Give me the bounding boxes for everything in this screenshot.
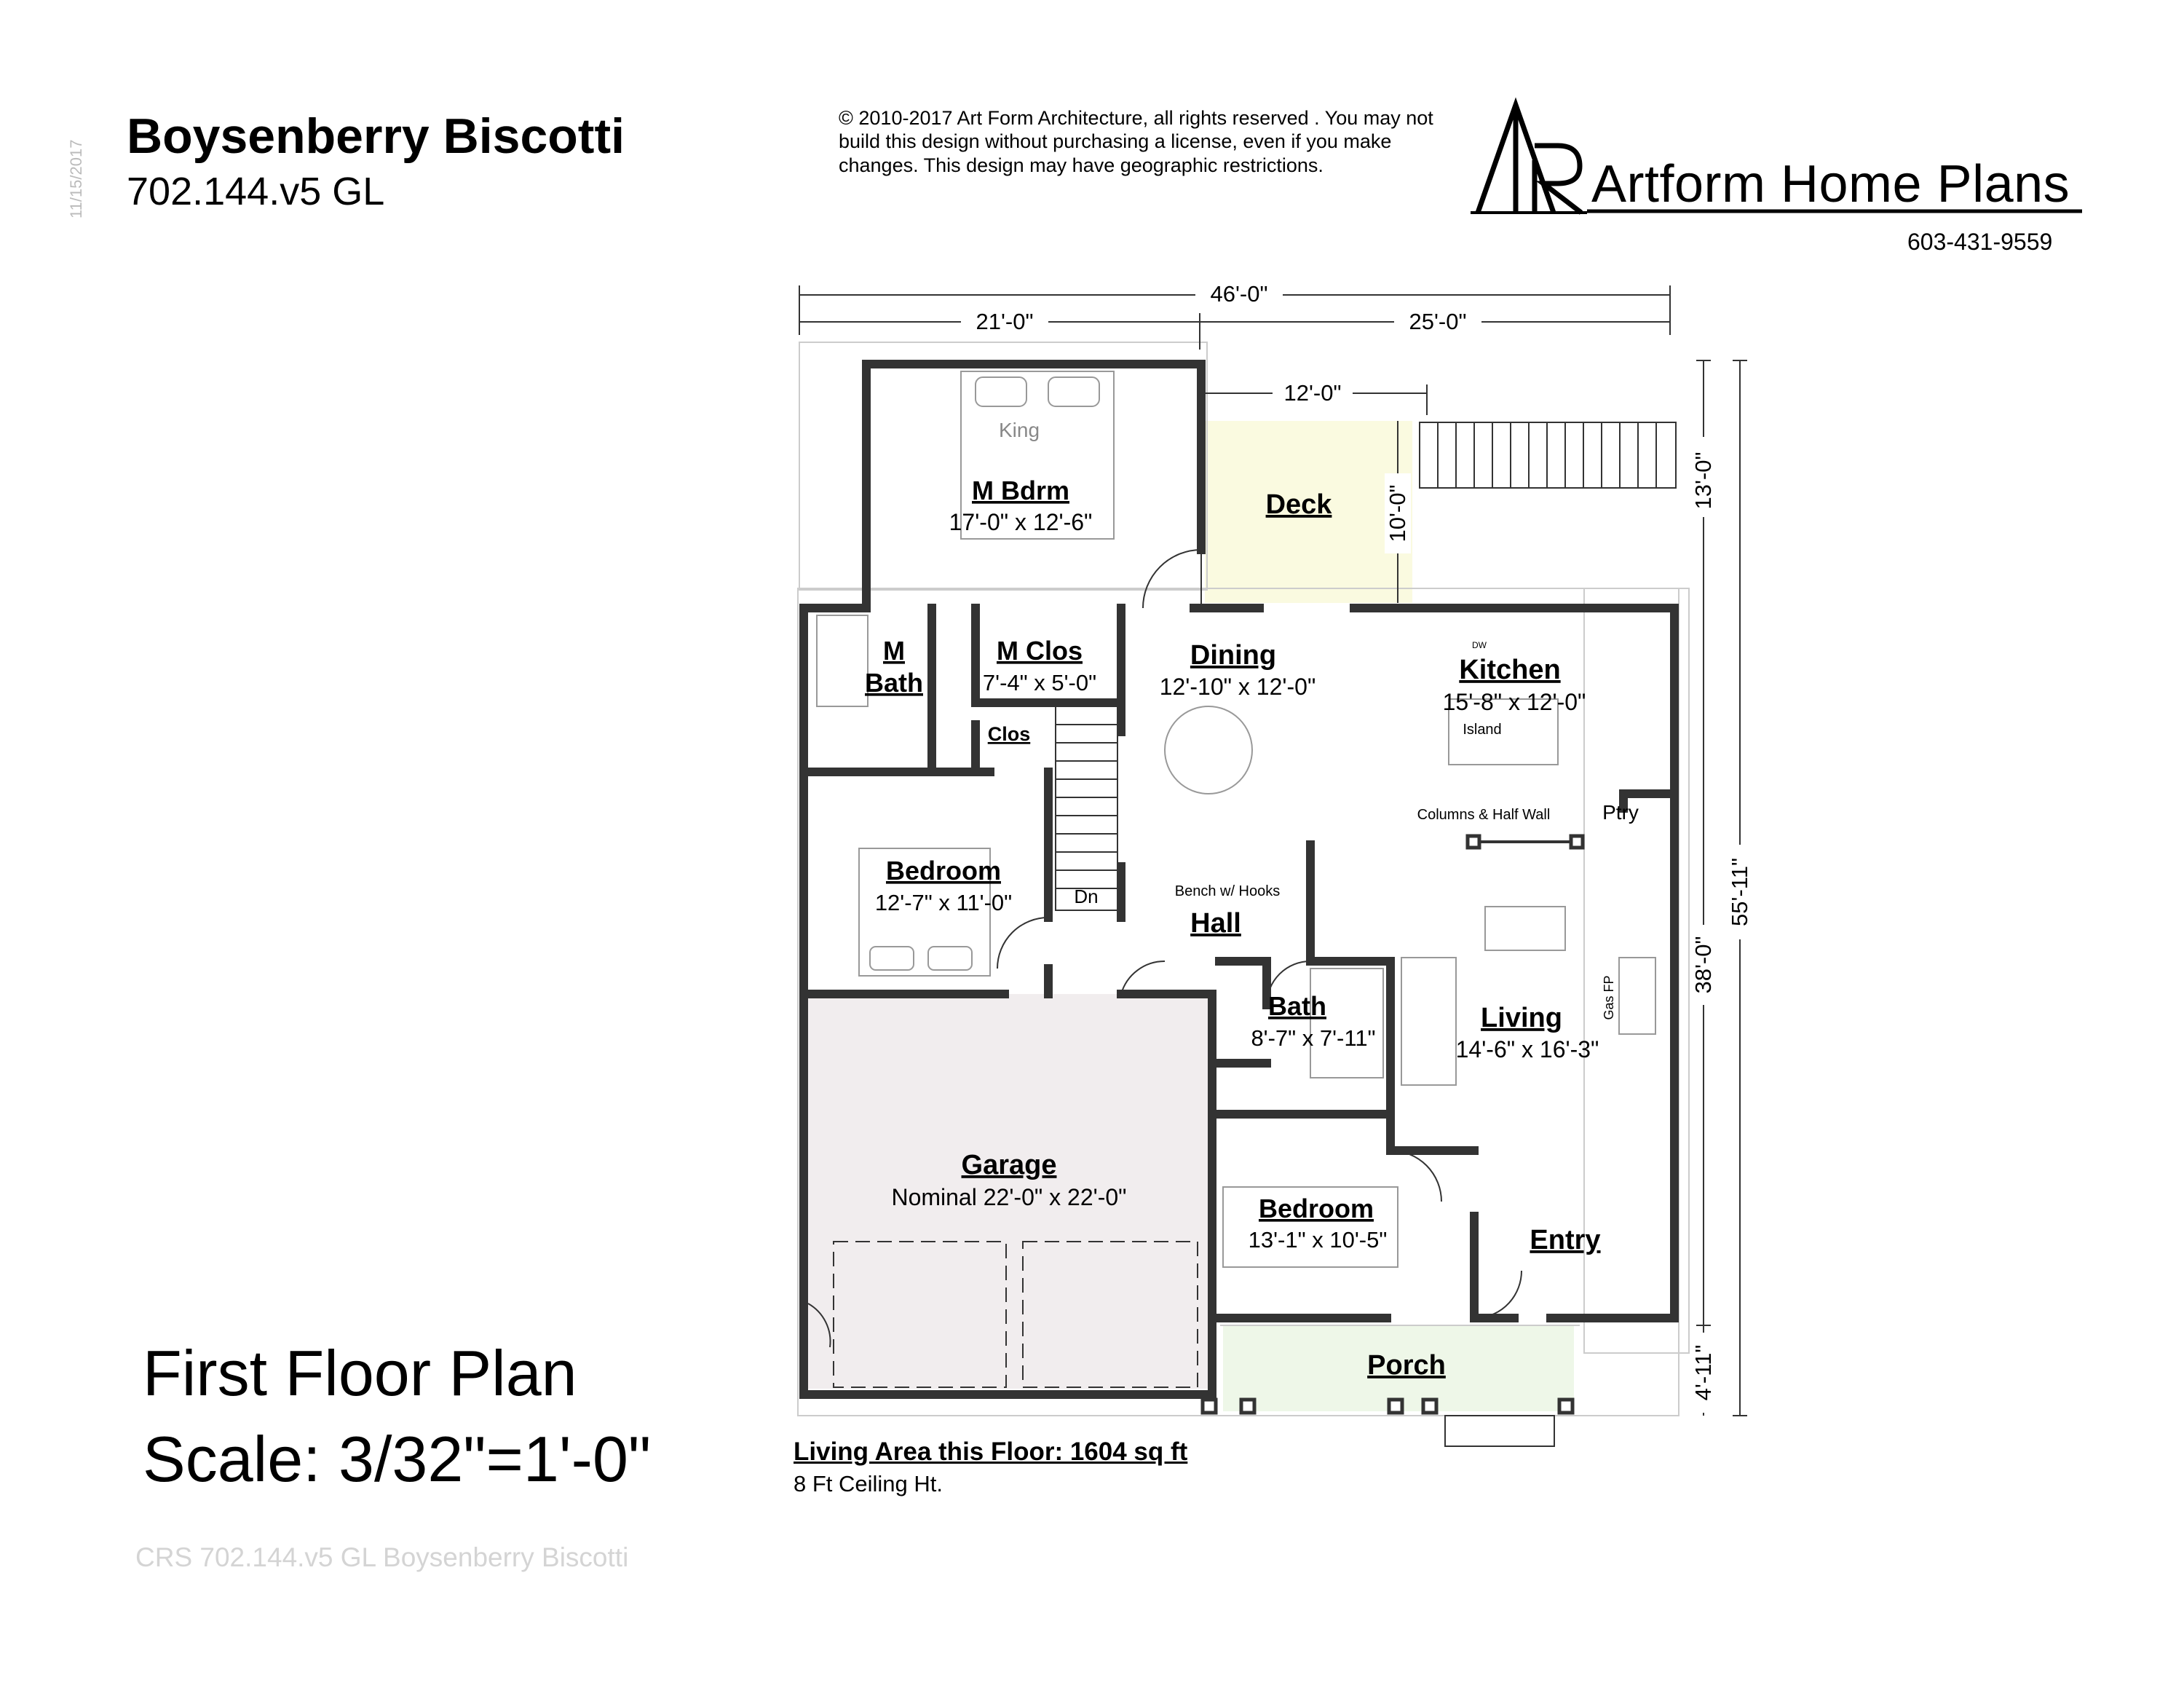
m-bdrm-size: 17'-0" x 12'-6" [949,509,1093,535]
ptry-name: Ptry [1602,801,1639,824]
dimension-label-backgrounds [961,283,1753,1413]
bedroom-bed [858,848,991,977]
dim-deck-depth: 10'-0" [1385,485,1410,543]
columns-label: Columns & Half Wall [1417,807,1551,823]
dining-size: 12'-10" x 12'-0" [1160,674,1316,700]
dim-deck-width: 12'-0" [1284,380,1342,406]
deck-stairs [1419,422,1677,489]
tub [1310,968,1384,1078]
front-bed [1222,1186,1398,1268]
copyright-notice: © 2010-2017 Art Form Architecture, all r… [839,107,1433,176]
island-label: Island [1463,722,1501,738]
brand-name: Artform Home Plans [1591,155,2070,213]
bedroom-front-size: 13'-1" x 10'-5" [1249,1227,1388,1253]
m-clos-name: M Clos [997,636,1083,666]
bath-size: 8'-7" x 7'-11" [1251,1025,1375,1051]
m-bath-name-line1: M [883,636,905,666]
plan-code: 702.144.v5 GL [127,170,385,213]
kitchen-name: Kitchen [1459,655,1560,685]
stairs-down-label: Dn [1074,886,1098,907]
bath-name: Bath [1268,991,1326,1021]
phone-number: 603-431-9559 [1907,229,2053,255]
dimension-labels: 46'-0" 21'-0" 25'-0" 12'-0" 10'-0" 13'-0… [976,281,1752,1400]
watermark-text: CRS 702.144.v5 GL Boysenberry Biscotti [135,1542,629,1572]
dw-label: DW [1472,640,1487,650]
scale-label: Scale: 3/32"=1'-0" [143,1423,652,1495]
artform-logo-icon [1471,97,1587,215]
fireplace [1618,957,1656,1035]
room-labels: King M Bdrm 17'-0" x 12'-6" Deck M Bath … [865,419,1639,1381]
bedroom-left-name: Bedroom [886,856,1001,886]
bedroom-left-size: 12'-7" x 11'-0" [875,890,1012,915]
garage-doors [833,1241,1198,1388]
m-bath-name-line2: Bath [865,668,923,698]
garage-name: Garage [962,1150,1057,1180]
dim-right-width: 25'-0" [1409,309,1467,334]
king-bed [960,371,1115,540]
dining-name: Dining [1190,640,1276,671]
gas-fp-label: Gas FP [1602,975,1616,1019]
shower [816,615,869,707]
living-size: 14'-6" x 16'-3" [1456,1036,1599,1062]
garage-size: Nominal 22'-0" x 22'-0" [891,1184,1126,1210]
dim-rear-depth: 13'-0" [1690,452,1716,510]
entry-name: Entry [1530,1225,1600,1255]
floor-plan-heading: First Floor Plan [143,1337,577,1409]
king-bed-label: King [999,419,1040,441]
plan-title: Boysenberry Biscotti [127,109,625,164]
porch-columns [1200,834,1585,1415]
door-swings [807,549,1523,1348]
kitchen-size: 15'-8" x 12'-0" [1443,689,1586,715]
dim-main-depth: 38'-0" [1690,936,1716,994]
bench-label: Bench w/ Hooks [1175,883,1281,899]
garage-area [807,994,1208,1389]
kitchen-island [1448,698,1559,765]
deck-area [1205,421,1412,603]
walls [799,360,1679,1399]
dining-table [1164,706,1253,794]
living-chair [1484,906,1566,951]
sofa [1401,957,1457,1086]
dim-left-width: 21'-0" [976,309,1034,334]
furniture [816,371,1656,1268]
porch-step [1444,1415,1555,1447]
porch-name: Porch [1367,1350,1446,1381]
porch-area [1223,1325,1574,1411]
dim-overall-width: 46'-0" [1211,281,1268,307]
clos-name: Clos [988,723,1031,745]
deck-name: Deck [1266,489,1333,520]
interior-stairs [1055,706,1118,911]
living-area-label: Living Area this Floor: 1604 sq ft [794,1437,1188,1466]
m-clos-size: 7'-4" x 5'-0" [983,670,1096,695]
dim-porch-depth: 4'-11" [1690,1345,1716,1401]
hall-name: Hall [1190,908,1241,939]
dim-overall-depth: 55'-11" [1727,858,1752,926]
ceiling-height-label: 8 Ft Ceiling Ht. [794,1471,943,1496]
m-bdrm-name: M Bdrm [972,476,1069,505]
bedroom-front-name: Bedroom [1259,1194,1374,1223]
living-name: Living [1481,1003,1562,1033]
